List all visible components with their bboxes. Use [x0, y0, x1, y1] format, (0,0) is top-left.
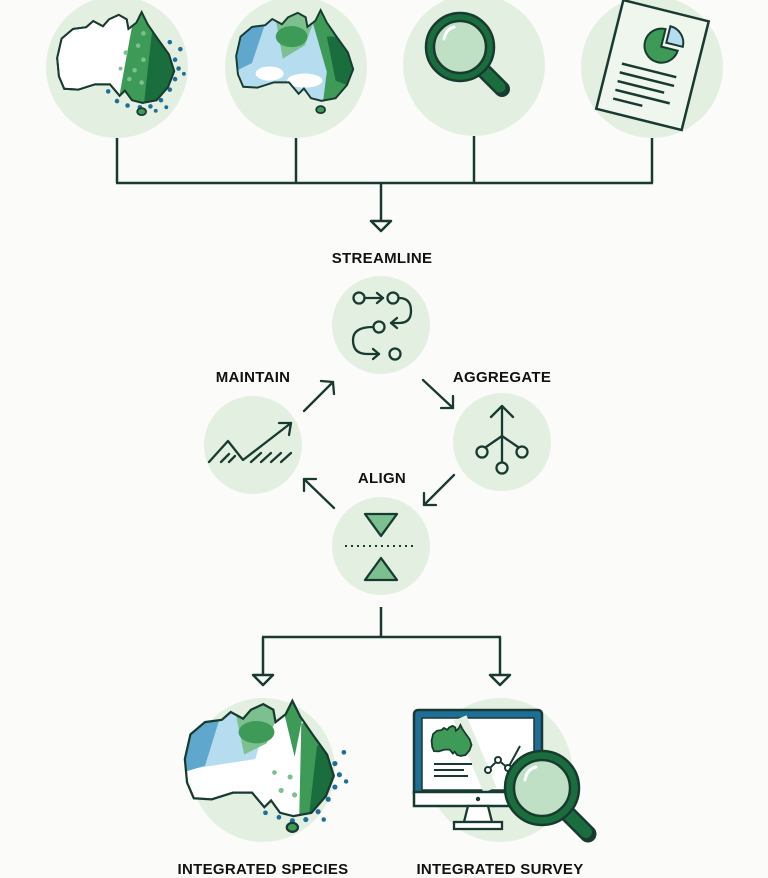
output-survey	[412, 698, 597, 843]
australia-habitat-icon	[235, 9, 355, 115]
circle-bg	[332, 276, 430, 374]
magnifier-icon	[503, 749, 597, 843]
trend-up-icon	[207, 421, 293, 464]
report-pie-chart-icon	[594, 0, 711, 132]
arrow-streamline-to-aggregate	[421, 378, 455, 410]
arrow-align-to-maintain	[302, 477, 336, 510]
input-survey-search	[403, 0, 545, 136]
input-species-map	[46, 0, 188, 138]
streamline-node	[332, 276, 430, 374]
output-connector	[251, 607, 512, 687]
input-connector	[115, 136, 654, 233]
arrow-aggregate-to-align	[422, 473, 456, 507]
output-species	[183, 698, 349, 842]
align-label: ALIGN	[357, 470, 407, 487]
circle-bg	[204, 396, 302, 494]
merge-tree-icon	[475, 404, 529, 475]
flow-icon	[351, 291, 413, 361]
input-report	[581, 0, 723, 138]
arrow-maintain-to-streamline	[302, 379, 336, 413]
align-node	[332, 497, 430, 595]
aggregate-node	[453, 393, 551, 491]
input-habitat-map	[225, 0, 367, 138]
align-triangles-icon	[345, 512, 417, 582]
streamline-label: STREAMLINE	[331, 250, 433, 267]
aggregate-label: AGGREGATE	[452, 369, 552, 386]
maintain-label: MAINTAIN	[215, 369, 291, 386]
cycle-arrows	[302, 378, 456, 510]
maintain-node	[204, 396, 302, 494]
magnifier-icon	[424, 11, 510, 97]
